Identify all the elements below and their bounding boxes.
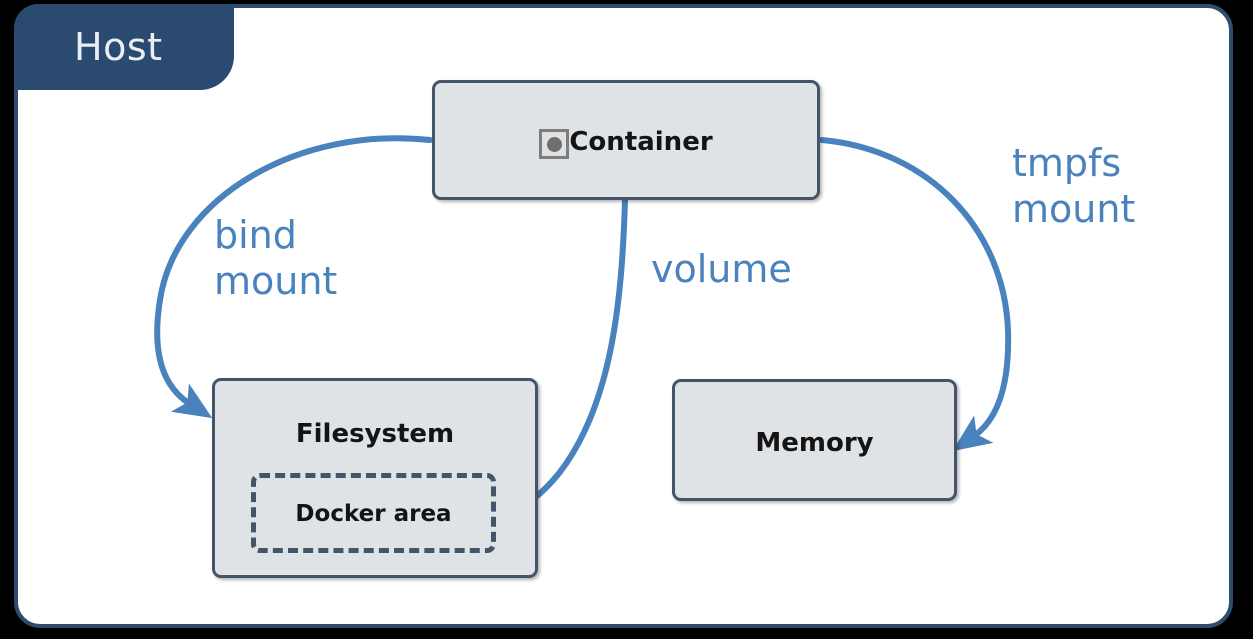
node-container: Container (432, 80, 820, 200)
node-filesystem: Filesystem Docker area (212, 378, 538, 578)
node-docker-area-label: Docker area (295, 501, 452, 527)
container-square-dot-icon (539, 129, 569, 159)
node-filesystem-label: Filesystem (295, 419, 455, 449)
host-tab-label: Host (74, 25, 163, 69)
edge-label-volume: volume (651, 247, 792, 291)
node-docker-area: Docker area (251, 473, 496, 553)
edge-label-bind-mount: bind mount (214, 213, 338, 303)
edge-label-tmpfs-mount: tmpfs mount (1012, 141, 1136, 231)
host-tab: Host (14, 4, 234, 90)
node-memory-label: Memory (755, 428, 874, 458)
node-container-label: Container (569, 127, 713, 157)
node-memory: Memory (672, 379, 957, 501)
